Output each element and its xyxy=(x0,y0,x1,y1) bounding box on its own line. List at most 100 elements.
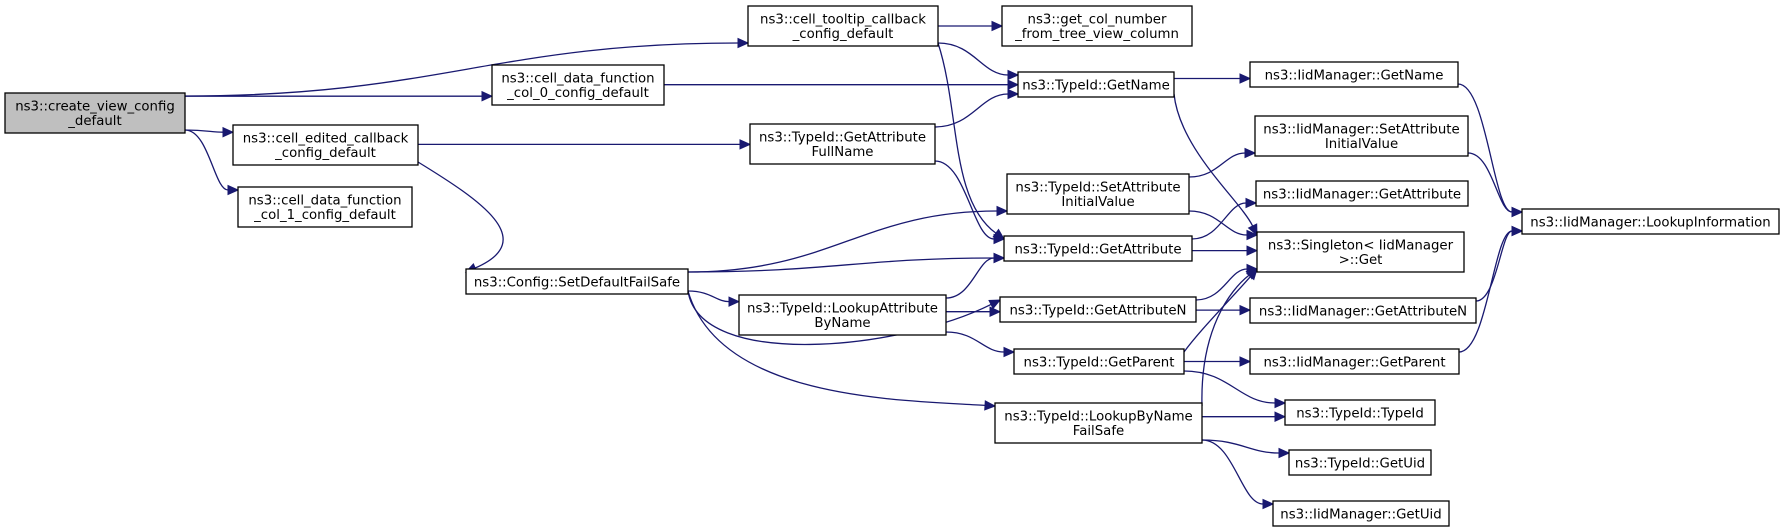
edge-edited-to-tid_getattrfull xyxy=(418,139,752,150)
node-tid-getattr[interactable]: ns3::TypeId::GetAttribute xyxy=(1003,235,1193,262)
node-iid-getname[interactable]: ns3::IidManager::GetName xyxy=(1249,61,1459,88)
edge-setdefault-to-tid_lookupbyname xyxy=(687,290,997,411)
node-label: ns3::TypeId::TypeId xyxy=(1296,406,1424,421)
edge-setdefault-to-tid_lookupattr xyxy=(687,290,741,307)
edge-tid_lookupbyname-to-singleton xyxy=(1201,268,1258,407)
node-box xyxy=(232,124,419,166)
arrowhead-icon xyxy=(222,126,235,138)
edge-tid_lookupbyname-to-tid_typeid xyxy=(1202,411,1287,422)
arrowhead-icon xyxy=(1007,69,1020,81)
edge-tid_getattr-to-iid_getattr xyxy=(1191,197,1258,240)
node-box xyxy=(1249,61,1459,88)
node-box xyxy=(747,5,939,47)
arrowhead-icon xyxy=(1245,197,1258,209)
node-box xyxy=(1288,449,1432,476)
arrowhead-icon xyxy=(1245,268,1258,280)
arrowhead-icon xyxy=(989,306,1002,317)
edge-line xyxy=(934,160,995,240)
arrowhead-icon xyxy=(739,139,752,150)
node-label: _default xyxy=(67,114,121,129)
edge-line xyxy=(934,93,1009,128)
edge-tid_lookupattr-to-tid_getattrn xyxy=(945,306,1002,317)
node-tid-getname[interactable]: ns3::TypeId::GetName xyxy=(1017,71,1175,98)
node-label: InitialValue xyxy=(1325,137,1398,152)
node-iid-lookupinfo[interactable]: ns3::IidManager::LookupInformation xyxy=(1521,208,1780,235)
node-setdefault[interactable]: ns3::Config::SetDefaultFailSafe xyxy=(465,268,689,295)
node-edited[interactable]: ns3::cell_edited_callback_config_default xyxy=(232,124,419,166)
edge-iid_getparent-to-iid_lookupinfo xyxy=(1458,225,1524,353)
node-tid-getattrn[interactable]: ns3::TypeId::GetAttributeN xyxy=(999,296,1197,323)
edge-iid_setattrinit-to-iid_lookupinfo xyxy=(1467,152,1524,218)
node-getcolnum[interactable]: ns3::get_col_number_from_tree_view_colum… xyxy=(1001,5,1193,47)
edge-tid_lookupattr-to-tid_getparent xyxy=(945,331,1016,358)
edge-line xyxy=(687,290,992,346)
edge-line xyxy=(1195,268,1248,301)
node-label: ns3::cell_data_function xyxy=(501,72,654,87)
arrowhead-icon xyxy=(991,20,1004,32)
edge-line xyxy=(937,42,997,234)
arrowhead-icon xyxy=(1262,498,1275,510)
node-label: _config_default xyxy=(792,27,894,42)
node-label: ns3::IidManager::GetName xyxy=(1265,68,1444,83)
edge-setdefault-to-tid_setattrinit xyxy=(687,205,1009,273)
edge-tooltip-to-tid_getattr xyxy=(937,42,1005,240)
node-iid-getattrn[interactable]: ns3::IidManager::GetAttributeN xyxy=(1249,297,1477,324)
node-box xyxy=(1249,297,1477,324)
edge-iid_getattrn-to-iid_lookupinfo xyxy=(1475,225,1524,302)
edge-line xyxy=(937,42,1009,76)
arrowhead-icon xyxy=(1246,229,1259,241)
arrowhead-icon xyxy=(988,299,1002,310)
edge-line xyxy=(1188,152,1246,178)
node-box xyxy=(1249,348,1460,375)
edge-line xyxy=(1191,202,1247,240)
node-iid-getparent[interactable]: ns3::IidManager::GetParent xyxy=(1249,348,1460,375)
arrowhead-icon xyxy=(1239,73,1252,84)
arrowhead-icon xyxy=(993,252,1006,264)
edge-line xyxy=(945,257,995,299)
edge-line xyxy=(1475,230,1513,302)
edge-line xyxy=(945,331,1005,353)
edge-line xyxy=(1183,276,1251,353)
edge-tid_getname-to-iid_getname xyxy=(1174,73,1252,84)
edge-tid_getattr-to-singleton xyxy=(1192,245,1259,256)
node-iid-getattr[interactable]: ns3::IidManager::GetAttribute xyxy=(1255,180,1469,207)
arrowhead-icon xyxy=(1247,223,1258,237)
edge-tooltip-to-tid_getname xyxy=(937,42,1020,81)
node-label: ns3::cell_data_function xyxy=(248,194,401,209)
edge-tid_getparent-to-iid_getparent xyxy=(1184,356,1252,367)
edges-layer xyxy=(184,20,1524,510)
node-label: ns3::get_col_number xyxy=(1028,13,1167,28)
node-tooltip[interactable]: ns3::cell_tooltip_callback_config_defaul… xyxy=(747,5,939,47)
node-tid-getuid[interactable]: ns3::TypeId::GetUid xyxy=(1288,449,1432,476)
arrowhead-icon xyxy=(984,400,997,411)
node-label: ns3::create_view_config xyxy=(15,100,175,115)
node-label: _col_1_config_default xyxy=(253,208,396,223)
node-label: ns3::TypeId::GetUid xyxy=(1295,456,1425,471)
node-box xyxy=(1284,399,1436,426)
node-col1[interactable]: ns3::cell_data_function_col_1_config_def… xyxy=(237,186,413,228)
edge-tid_setattrinit-to-singleton xyxy=(1188,210,1259,241)
node-col0[interactable]: ns3::cell_data_function_col_0_config_def… xyxy=(491,64,665,106)
node-label: ns3::IidManager::GetAttribute xyxy=(1263,187,1461,202)
node-iid-setattrinit[interactable]: ns3::IidManager::SetAttributeInitialValu… xyxy=(1254,115,1469,157)
edge-line xyxy=(417,161,504,269)
edge-create_view-to-col1 xyxy=(184,129,240,196)
edge-col0-to-tid_getname xyxy=(664,79,1020,90)
node-singleton[interactable]: ns3::Singleton< IidManager>::Get xyxy=(1256,231,1465,273)
node-box xyxy=(749,123,936,165)
node-box xyxy=(465,268,689,295)
edge-line xyxy=(1201,439,1264,505)
node-tid-typeid[interactable]: ns3::TypeId::TypeId xyxy=(1284,399,1436,426)
edge-create_view-to-col0 xyxy=(185,90,494,102)
node-iid-getuid[interactable]: ns3::IidManager::GetUid xyxy=(1272,500,1450,527)
arrowhead-icon xyxy=(1007,79,1020,90)
node-label: ns3::Config::SetDefaultFailSafe xyxy=(474,275,680,290)
node-tid-getparent[interactable]: ns3::TypeId::GetParent xyxy=(1013,348,1185,375)
edge-line xyxy=(687,290,986,407)
arrowhead-icon xyxy=(737,37,750,49)
